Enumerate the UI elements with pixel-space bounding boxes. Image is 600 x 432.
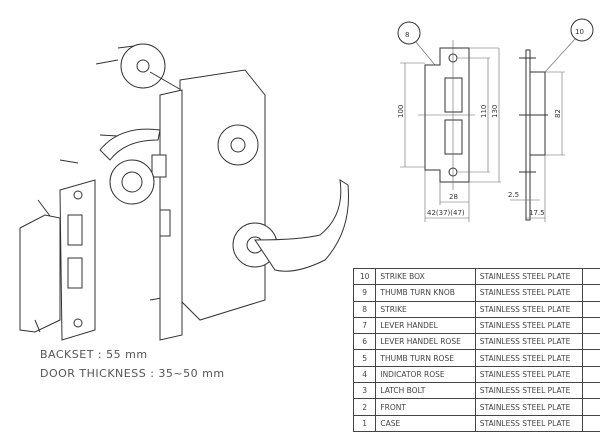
backset-note: BACKSET : 55 mm <box>40 348 148 361</box>
part-number: 6 <box>354 334 376 350</box>
part-material: STAINLESS STEEL PLATE <box>475 269 583 285</box>
part-number: 7 <box>354 317 376 333</box>
empty-cell <box>583 383 600 399</box>
svg-text:42(37)(47): 42(37)(47) <box>427 209 465 217</box>
strike-box <box>20 215 60 332</box>
empty-cell <box>583 334 600 350</box>
part-material: STAINLESS STEEL PLATE <box>475 285 583 301</box>
svg-text:17.5: 17.5 <box>529 209 545 217</box>
part-name: FRONT <box>376 399 475 415</box>
part-material: STAINLESS STEEL PLATE <box>475 366 583 382</box>
part-number: 10 <box>354 269 376 285</box>
svg-text:8: 8 <box>405 31 409 39</box>
part-material: STAINLESS STEEL PLATE <box>475 301 583 317</box>
empty-cell <box>583 317 600 333</box>
part-name: THUMB TURN ROSE <box>376 350 475 366</box>
part-number: 1 <box>354 415 376 431</box>
svg-text:100: 100 <box>397 105 405 118</box>
strike-box-detail: 10 82 2.5 17.5 <box>508 19 593 222</box>
empty-cell <box>583 301 600 317</box>
part-number: 5 <box>354 350 376 366</box>
part-number: 9 <box>354 285 376 301</box>
svg-text:2.5: 2.5 <box>508 191 519 199</box>
part-name: STRIKE BOX <box>376 269 475 285</box>
part-name: THUMB TURN KNOB <box>376 285 475 301</box>
lever-left <box>100 129 160 160</box>
svg-text:10: 10 <box>575 28 584 36</box>
empty-cell <box>583 366 600 382</box>
part-material: STAINLESS STEEL PLATE <box>475 383 583 399</box>
strike-detail: 8 100 110 130 28 42(37)(47) <box>397 22 501 222</box>
part-name: CASE <box>376 415 475 431</box>
rose-top <box>121 44 165 88</box>
part-number: 2 <box>354 399 376 415</box>
part-material: STAINLESS STEEL PLATE <box>475 350 583 366</box>
part-name: LATCH BOLT <box>376 383 475 399</box>
strike-plate <box>60 180 95 340</box>
svg-text:28: 28 <box>449 193 458 201</box>
part-material: STAINLESS STEEL PLATE <box>475 399 583 415</box>
part-material: STAINLESS STEEL PLATE <box>475 334 583 350</box>
lever-handle <box>255 180 349 271</box>
svg-text:130: 130 <box>491 105 499 118</box>
empty-cell <box>583 415 600 431</box>
empty-cell <box>583 269 600 285</box>
latch-bolt <box>152 155 166 177</box>
part-material: STAINLESS STEEL PLATE <box>475 317 583 333</box>
thumb-turn-rose <box>110 160 154 204</box>
door-thickness-note: DOOR THICKNESS : 35~50 mm <box>40 367 225 380</box>
part-name: LEVER HANDEL <box>376 317 475 333</box>
part-number: 3 <box>354 383 376 399</box>
svg-text:82: 82 <box>554 109 562 118</box>
part-material: STAINLESS STEEL PLATE <box>475 415 583 431</box>
empty-cell <box>583 285 600 301</box>
empty-cell <box>583 350 600 366</box>
lock-case <box>180 70 265 320</box>
part-name: INDICATOR ROSE <box>376 366 475 382</box>
part-name: LEVER HANDEL ROSE <box>376 334 475 350</box>
indicator-rose <box>218 125 258 165</box>
empty-cell <box>583 399 600 415</box>
part-number: 8 <box>354 301 376 317</box>
exploded-view <box>20 44 349 340</box>
svg-text:110: 110 <box>480 105 488 118</box>
part-number: 4 <box>354 366 376 382</box>
part-name: STRIKE <box>376 301 475 317</box>
